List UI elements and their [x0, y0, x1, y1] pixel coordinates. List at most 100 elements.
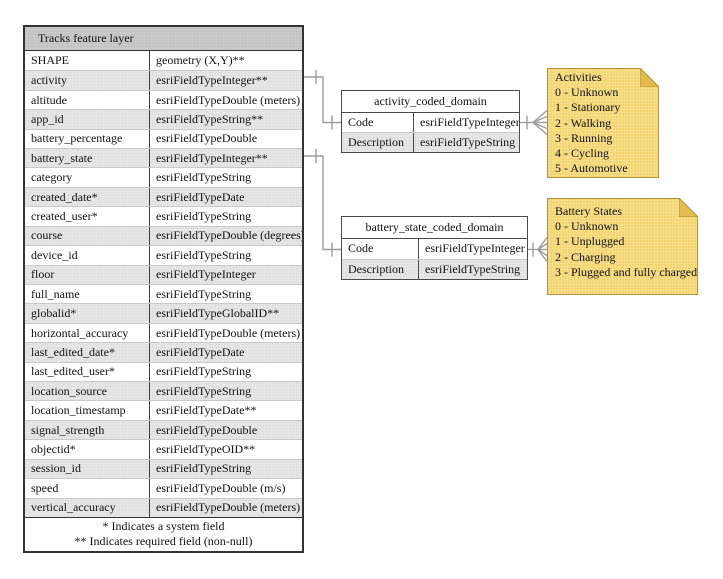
field-type-cell: esriFieldTypeInteger** — [156, 150, 268, 165]
field-type-cell: esriFieldTypeString — [156, 209, 252, 224]
table-row: course esriFieldTypeDouble (degrees) — [25, 225, 302, 246]
note-item: 5 - Automotive — [555, 161, 628, 176]
table-row: category esriFieldTypeString — [25, 167, 302, 187]
connector-battery-state — [304, 155, 341, 251]
field-type-cell: esriFieldTypeString — [156, 383, 252, 398]
field-name-cell: vertical_accuracy — [25, 498, 150, 517]
table-row: last_edited_user* esriFieldTypeString — [25, 361, 302, 382]
domain-field-cell: Code — [342, 113, 414, 132]
table-row: created_user* esriFieldTypeString — [25, 206, 302, 226]
splay — [532, 109, 548, 124]
field-type-cell: esriFieldTypeDate — [156, 344, 245, 359]
domain-type-cell: esriFieldTypeString — [425, 261, 521, 276]
connector-activity — [304, 76, 341, 124]
note-title: Activities — [555, 70, 602, 84]
field-type-cell: esriFieldTypeString — [156, 461, 252, 476]
footnote-line: * Indicates a system field — [102, 519, 225, 533]
domain-field-cell: Description — [342, 259, 419, 279]
splay — [532, 121, 548, 130]
table-row: altitude esriFieldTypeDouble (meters) — [25, 89, 302, 110]
domain-type-cell: esriFieldTypeInteger — [420, 115, 519, 129]
table-row: globalid*esriFieldTypeGlobalID** — [25, 303, 302, 323]
field-name-cell: SHAPE — [25, 51, 150, 71]
field-name-cell: app_id — [25, 110, 150, 129]
note-item: 2 - Walking — [555, 115, 612, 130]
table-row: location_timestamp esriFieldTypeDate** — [25, 400, 302, 420]
field-type-cell: esriFieldTypeString** — [156, 111, 264, 126]
domain-row: Code esriFieldTypeInteger — [342, 113, 519, 132]
splay — [532, 121, 548, 136]
field-name-cell: floor — [25, 265, 150, 284]
table-row: location_source esriFieldTypeString — [25, 381, 302, 401]
field-name-cell: location_source — [25, 382, 150, 401]
note-item: 3 - Running — [555, 130, 613, 145]
field-type-cell: esriFieldTypeDate** — [156, 403, 257, 418]
field-name-cell: horizontal_accuracy — [25, 323, 150, 343]
domain-field-cell: Description — [342, 133, 414, 152]
domain-title: activity_coded_domain — [342, 91, 519, 113]
activity-coded-domain-table: activity_coded_domain Code esriFieldTypeI… — [341, 90, 520, 153]
splay — [537, 249, 548, 262]
table-row: horizontal_accuracy esriFieldTypeDouble (… — [25, 322, 302, 343]
field-name-cell: category — [25, 168, 150, 187]
field-name-cell: last_edited_user* — [25, 362, 150, 382]
table-row: created_date*esriFieldTypeDate — [25, 186, 302, 207]
note-title: Battery States — [555, 204, 622, 218]
field-type-cell: esriFieldTypeDouble (meters) — [156, 500, 301, 515]
field-name-cell: course — [25, 226, 150, 246]
field-name-cell: last_edited_date* — [25, 343, 150, 362]
table-row: vertical_accuracy esriFieldTypeDouble (me… — [25, 497, 302, 517]
table-title: Tracks feature layer — [25, 27, 302, 51]
field-type-cell: esriFieldTypeString — [156, 364, 252, 379]
field-type-cell: esriFieldTypeString — [156, 170, 252, 185]
splay — [537, 237, 548, 250]
field-type-cell: esriFieldTypeDouble — [156, 422, 258, 437]
field-name-cell: location_timestamp — [25, 401, 150, 420]
field-name-cell: globalid* — [25, 304, 150, 323]
field-name-cell: full_name — [25, 285, 150, 304]
table-row: SHAPE geometry (X,Y)** — [25, 51, 302, 71]
splay — [537, 242, 548, 251]
table-row: battery_percentage esriFieldTypeDouble — [25, 128, 302, 149]
table-row: signal_strength esriFieldTypeDouble — [25, 419, 302, 440]
field-name-cell: signal_strength — [25, 420, 150, 440]
field-type-cell: esriFieldTypeString — [156, 247, 252, 262]
domain-title: battery_state_coded_domain — [342, 217, 527, 239]
field-name-cell: battery_percentage — [25, 129, 150, 149]
domain-type-cell: esriFieldTypeInteger — [425, 241, 525, 256]
table-row: last_edited_date* esriFieldTypeDate — [25, 342, 302, 362]
note-item: 1 - Stationary — [555, 100, 621, 115]
field-name-cell: created_user* — [25, 207, 150, 226]
field-type-cell: esriFieldTypeDouble — [156, 131, 258, 146]
note-item: 4 - Cycling — [555, 146, 609, 161]
field-type-cell: esriFieldTypeInteger** — [156, 73, 268, 88]
table-row: app_id esriFieldTypeString** — [25, 109, 302, 129]
table-row: full_name esriFieldTypeString — [25, 283, 302, 304]
field-name-cell: objectid* — [25, 440, 150, 459]
table-footnotes: * Indicates a system field** Indicates r… — [25, 517, 302, 551]
field-type-cell: esriFieldTypeDouble (meters) — [156, 325, 301, 340]
field-type-cell: esriFieldTypeDouble (degrees) — [156, 228, 302, 243]
field-name-cell: altitude — [25, 90, 150, 110]
field-type-cell: geometry (X,Y)** — [156, 53, 245, 68]
splay — [532, 115, 548, 124]
field-type-cell: esriFieldTypeOID** — [156, 442, 256, 457]
footnote-line: ** Indicates required field (non-null) — [74, 534, 253, 548]
field-type-cell: esriFieldTypeDouble (meters) — [156, 92, 301, 107]
domain-row: Description esriFieldTypeString — [342, 258, 527, 279]
field-type-cell: esriFieldTypeString — [156, 286, 252, 301]
